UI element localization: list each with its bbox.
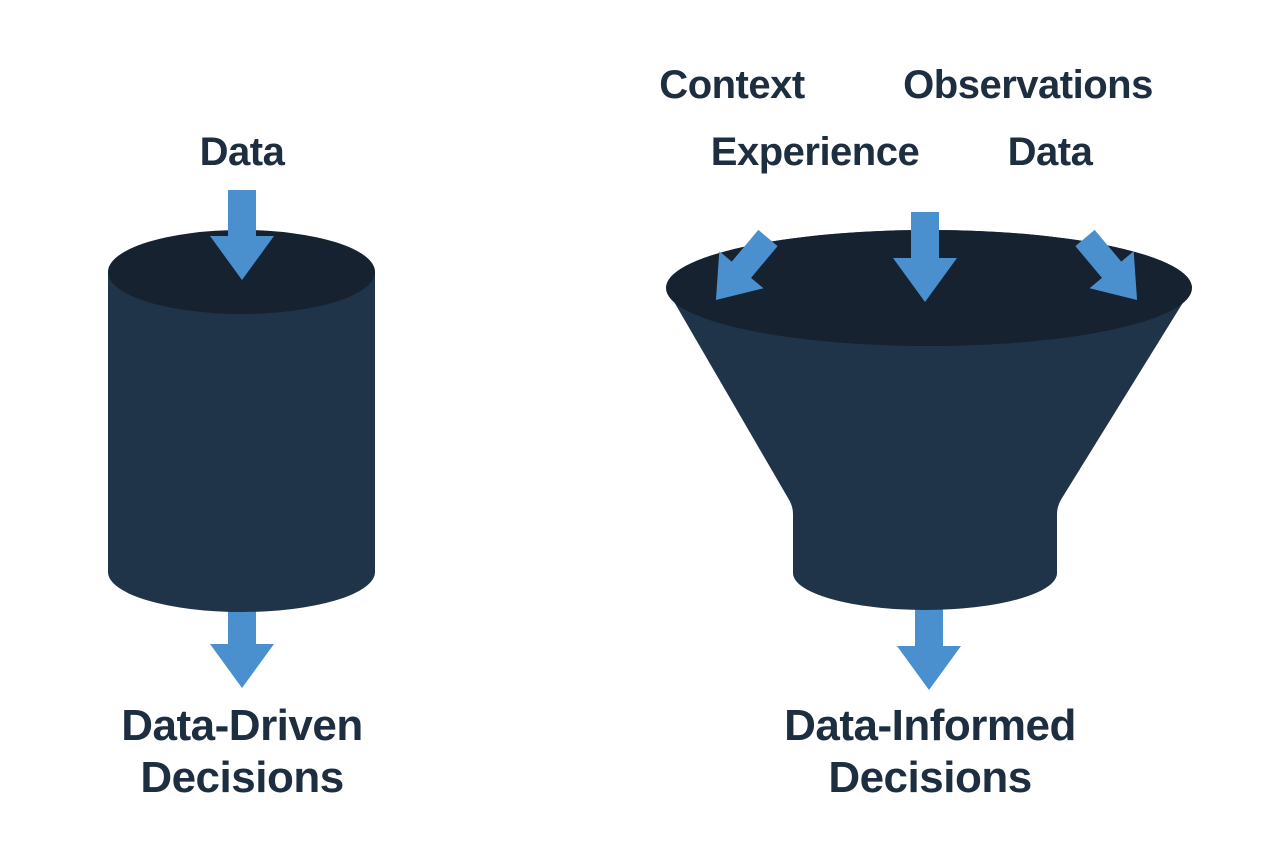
left-caption-data-driven-decisions: Data-Driven Decisions [121, 700, 363, 804]
right-caption-line2: Decisions [828, 753, 1032, 802]
right-output-down-arrow-icon [897, 600, 961, 690]
right-input-label-context: Context [659, 63, 805, 107]
right-input-label-data: Data [1007, 130, 1093, 174]
left-caption-line1: Data-Driven [121, 701, 363, 750]
left-caption-line2: Decisions [140, 753, 344, 802]
right-caption-line1: Data-Informed [784, 701, 1076, 750]
right-input-label-experience: Experience [710, 130, 920, 174]
left-input-label-data: Data [199, 130, 285, 174]
cylinder-shape [108, 230, 375, 612]
right-caption-data-informed-decisions: Data-Informed Decisions [784, 700, 1076, 804]
right-input-label-observations: Observations [903, 63, 1153, 107]
cylinder-body [108, 272, 375, 612]
